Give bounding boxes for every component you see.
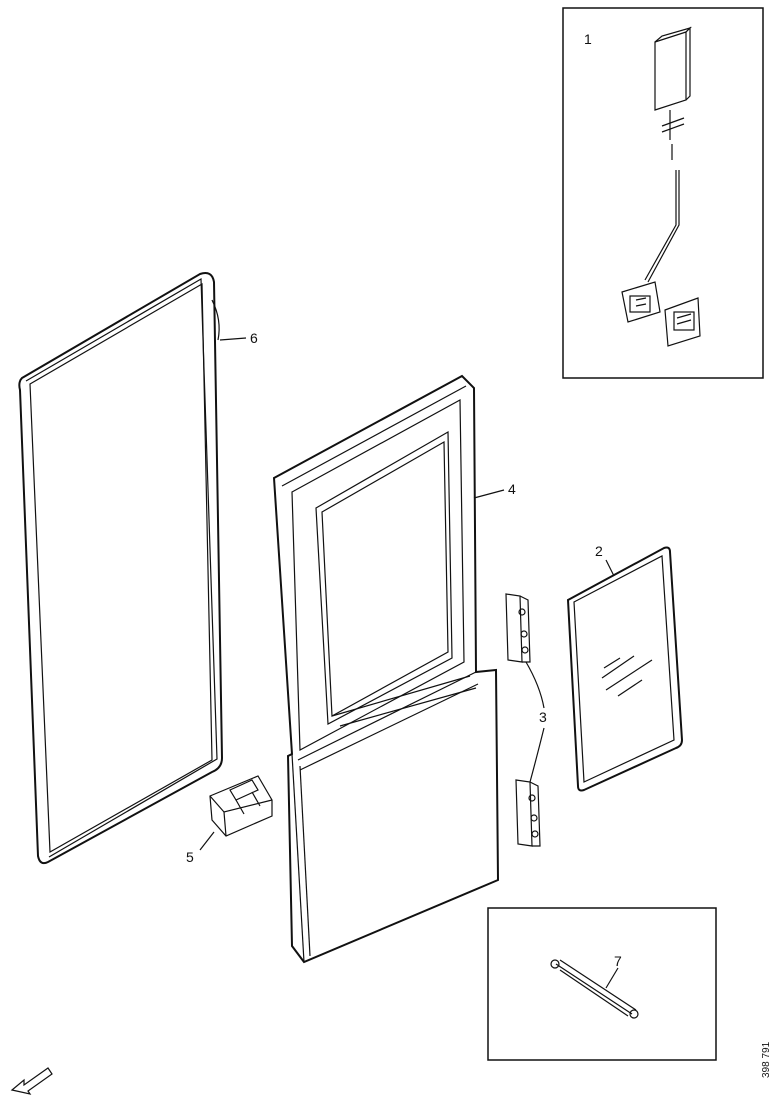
leader-line-6 <box>219 337 247 341</box>
leader-line-7 <box>605 967 619 989</box>
callout-label-6: 6 <box>250 330 258 346</box>
direction-arrow-icon <box>10 1067 53 1095</box>
switch-housing <box>654 26 693 111</box>
connector-socket <box>664 297 701 347</box>
callout-label-1: 1 <box>584 31 592 47</box>
connector-plug <box>621 281 661 323</box>
hinge-lower <box>515 779 541 847</box>
inset-box-part-7: 7 <box>487 907 717 1061</box>
door-gasket <box>18 272 224 865</box>
cable-wire <box>644 110 685 283</box>
leader-line-2 <box>605 559 615 577</box>
leader-line-5 <box>199 831 215 851</box>
callout-label-2: 2 <box>595 543 603 559</box>
callout-label-7: 7 <box>614 953 622 969</box>
leader-line-3-lower <box>529 727 545 783</box>
document-code: 398 791 <box>761 1041 772 1078</box>
callout-label-3: 3 <box>539 709 547 725</box>
callout-label-4: 4 <box>508 481 516 497</box>
leader-line-4 <box>473 489 505 499</box>
hinge-pin-rod <box>550 959 639 1019</box>
door-frame <box>272 374 500 964</box>
door-catch <box>209 775 273 837</box>
hinge-upper <box>505 593 531 663</box>
callout-label-5: 5 <box>186 849 194 865</box>
leader-line-3-upper <box>525 661 545 709</box>
inset-box-part-1: 1 <box>562 7 764 379</box>
glass-pane <box>566 546 684 792</box>
